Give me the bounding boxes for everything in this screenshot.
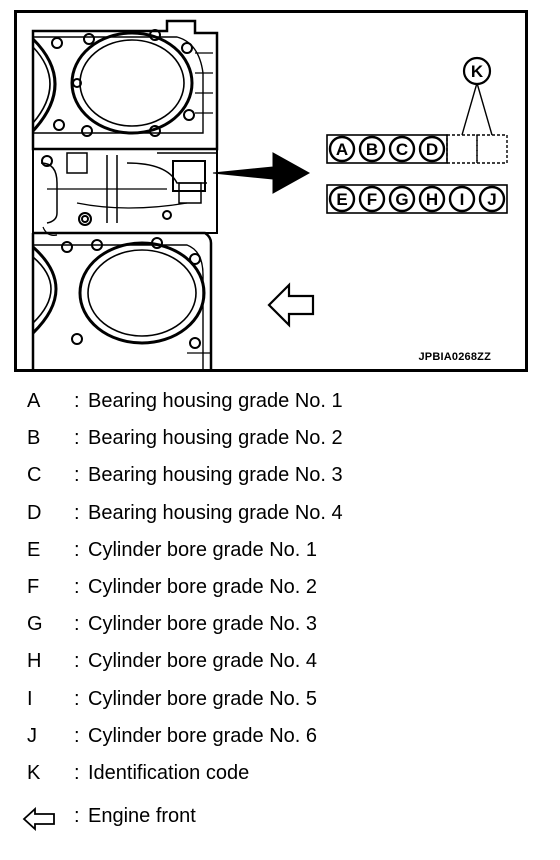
lower-cylinder-bank [31, 231, 213, 369]
legend-description: Cylinder bore grade No. 1 [88, 538, 318, 561]
legend-colon: : [74, 501, 80, 524]
svg-text:B: B [366, 140, 378, 159]
legend-key: F [27, 576, 40, 598]
legend-description: Cylinder bore grade No. 3 [88, 613, 318, 636]
code-letter-c: C [388, 135, 416, 163]
legend-description: Bearing housing grade No. 2 [88, 427, 343, 450]
svg-text:I: I [460, 190, 465, 209]
svg-text:E: E [336, 190, 347, 209]
legend-description: Cylinder bore grade No. 2 [88, 576, 318, 598]
svg-text:F: F [367, 190, 377, 209]
figure-code: JPBIA0268ZZ [418, 351, 491, 363]
legend-key: E [27, 538, 41, 561]
legend-key: B [27, 427, 41, 450]
code-letter-g: G [388, 185, 416, 213]
legend-description: Cylinder bore grade No. 6 [88, 724, 318, 747]
svg-text:C: C [396, 140, 408, 159]
middle-valley [32, 149, 218, 236]
code-letter-j: J [478, 185, 506, 213]
svg-text:G: G [395, 190, 408, 209]
code-letter-i: I [448, 185, 476, 213]
legend-colon: : [74, 762, 80, 784]
legend-colon: : [74, 687, 80, 710]
svg-text:A: A [336, 140, 348, 159]
legend-key: J [27, 724, 37, 747]
legend-colon: : [74, 805, 80, 828]
legend-key: C [27, 464, 42, 487]
svg-text:J: J [487, 190, 496, 209]
callout-label-k: K [471, 62, 484, 81]
svg-text:D: D [426, 140, 438, 159]
code-letter-f: F [358, 185, 386, 213]
code-letter-b: B [358, 135, 386, 163]
legend-description: Engine front [88, 805, 196, 828]
legend-colon: : [74, 390, 80, 412]
code-letter-a: A [328, 135, 356, 163]
upper-cylinder-bank [31, 19, 219, 151]
code-letter-d: D [418, 135, 446, 163]
legend-key: K [27, 762, 41, 784]
legend-colon: : [74, 464, 80, 487]
legend-key: A [27, 390, 41, 412]
legend-key: G [27, 613, 43, 636]
legend-description: Cylinder bore grade No. 4 [88, 650, 318, 673]
legend-description: Bearing housing grade No. 4 [88, 501, 343, 524]
code-letter-e: E [328, 185, 356, 213]
legend-colon: : [74, 650, 80, 673]
engine-front-arrow-icon [267, 282, 315, 328]
pointer-arrow-icon [212, 152, 311, 194]
legend-key: D [27, 501, 42, 524]
legend-colon: : [74, 613, 80, 636]
legend-colon: : [74, 576, 80, 598]
legend-description: Identification code [88, 762, 250, 784]
legend-description: Cylinder bore grade No. 5 [88, 687, 318, 710]
svg-text:H: H [426, 190, 438, 209]
legend-key: H [27, 650, 42, 673]
identification-code-callout: K [461, 56, 493, 136]
legend-colon: : [74, 538, 80, 561]
legend-colon: : [74, 427, 80, 450]
legend-colon: : [74, 724, 80, 747]
legend-description: Bearing housing grade No. 3 [88, 464, 343, 487]
hollow-left-arrow-icon [22, 807, 55, 832]
legend-description: Bearing housing grade No. 1 [88, 390, 343, 412]
legend-key: I [27, 687, 33, 710]
code-letter-h: H [418, 185, 446, 213]
